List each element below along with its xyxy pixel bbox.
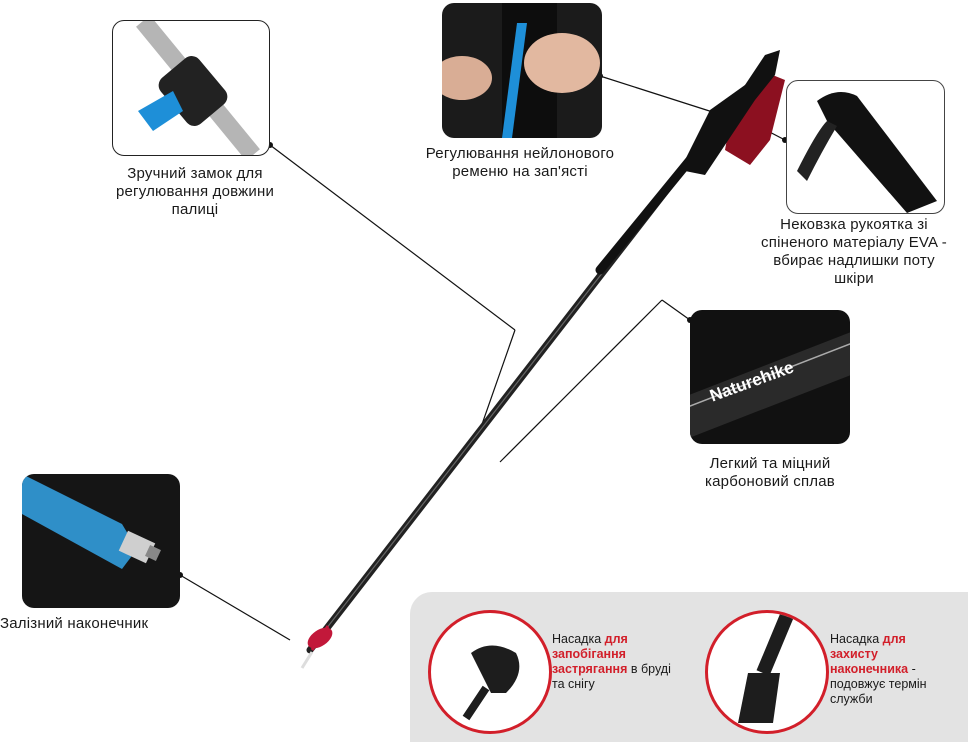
lock-caption-line-3: палиці [171, 201, 219, 218]
lock-caption-line-1: Зручний замок для [127, 165, 263, 182]
leader-line-strap [599, 75, 723, 116]
strap-caption-line-2: ременю на зап'ясті [452, 163, 588, 180]
hand-strap-icon [442, 3, 600, 138]
carbon-caption-line-1: Легкий та міцний [709, 455, 831, 472]
mud-note-pre: Насадка [552, 632, 605, 646]
lock-photo [112, 20, 270, 156]
leader-line-lock-tail [479, 329, 516, 431]
carbon-caption: Легкий та міцний карбоновий сплав [660, 455, 880, 491]
leader-line-carbon-tail [499, 299, 663, 463]
strap-photo [442, 3, 602, 138]
tip-protector-note: Насадка для захисту наконечника - подовж… [830, 632, 950, 707]
mud-basket-note: Насадка для запобігання застрягання в бр… [552, 632, 672, 692]
mud-note-red: для запобігання застрягання [552, 632, 628, 676]
lock-caption: Зручний замок для регулювання довжини па… [80, 165, 310, 219]
handle-caption-line-2: спіненого матеріалу EVA - [761, 234, 947, 251]
handle-photo [786, 80, 945, 214]
carbon-photo: Naturehike [690, 310, 850, 444]
metal-tip-icon [22, 474, 161, 569]
handle-caption-line-3: вбирає надлишки поту [773, 252, 935, 269]
handle-caption-line-1: Нековзка рукоятка зі [780, 216, 928, 233]
handle-caption-line-4: шкіри [834, 270, 874, 287]
leader-line-carbon [661, 299, 691, 321]
handle-grip [680, 50, 780, 175]
lock-icon [136, 21, 260, 155]
protect-note-post: - подовжує термін служби [830, 662, 927, 706]
tip-caption: Залізний наконечник [0, 615, 149, 632]
protect-note-red: для захисту наконечника [830, 632, 909, 676]
leader-line-lock [269, 144, 516, 331]
tip-photo [22, 474, 180, 608]
grip-icon [797, 92, 937, 213]
tip-protector-icon [738, 613, 795, 723]
pole-upper [595, 155, 695, 275]
lock-caption-line-2: регулювання довжини [115, 183, 275, 200]
tip-protector-circle [705, 610, 829, 734]
carbon-shaft-icon [690, 332, 850, 438]
handle-caption: Нековзка рукоятка зі спіненого матеріалу… [740, 216, 968, 288]
snow-basket [300, 625, 333, 669]
strap-caption: Регулювання нейлонового ременю на зап'яс… [390, 145, 650, 181]
mud-basket-icon [462, 645, 520, 721]
strap-caption-line-1: Регулювання нейлонового [425, 145, 615, 162]
carbon-caption-line-2: карбоновий сплав [705, 473, 835, 490]
protect-note-pre: Насадка [830, 632, 883, 646]
mud-basket-circle [428, 610, 552, 734]
leader-line-tip [179, 574, 291, 641]
mud-note-post: в бруді та снігу [552, 662, 671, 691]
